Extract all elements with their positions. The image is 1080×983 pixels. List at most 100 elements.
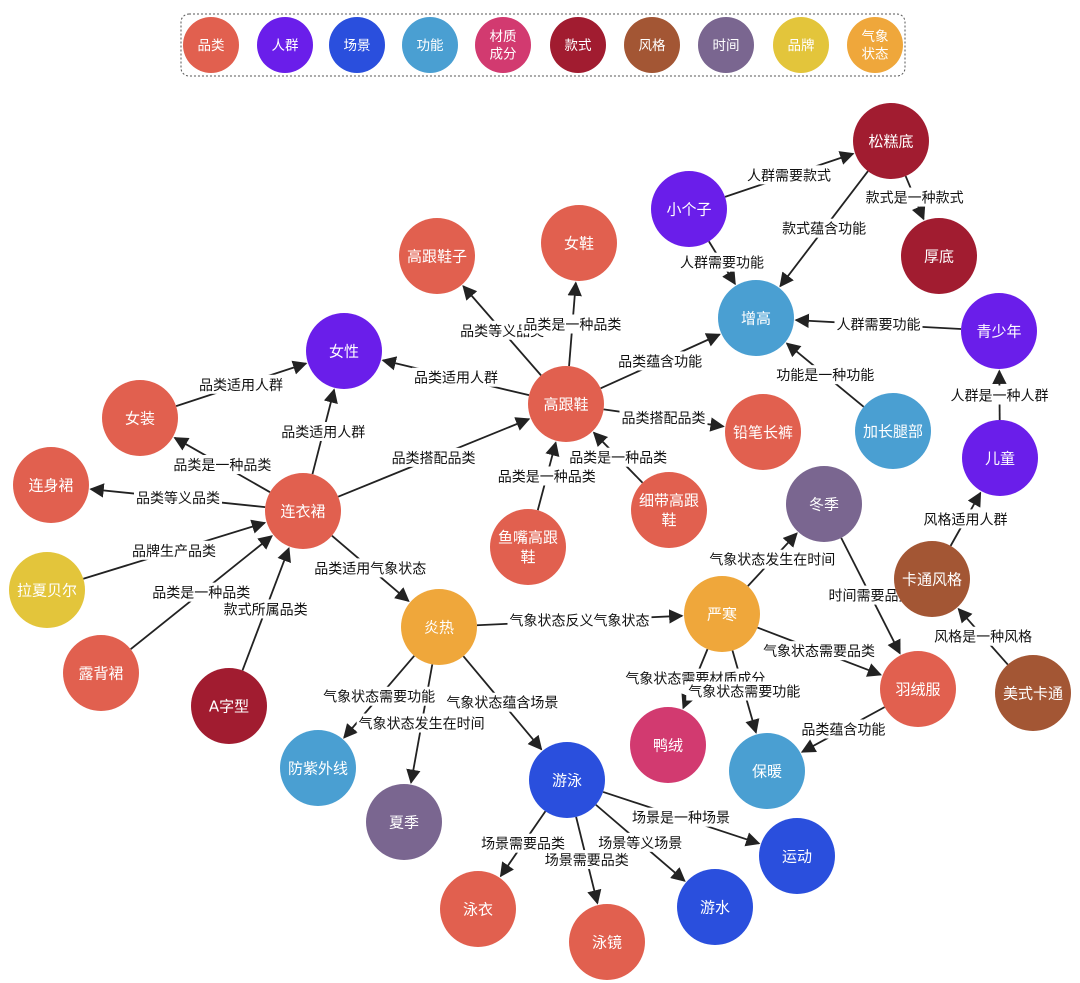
node-youyong[interactable]: 游泳 [529,742,605,818]
node-fangzi[interactable]: 防紫外线 [280,730,356,806]
node-yanre[interactable]: 炎热 [401,589,477,665]
node-jiachang[interactable]: 加长腿部 [855,393,931,469]
node-circle[interactable] [718,280,794,356]
node-circle[interactable] [490,509,566,585]
node-lubei[interactable]: 露背裙 [63,635,139,711]
node-katong[interactable]: 卡通风格 [894,541,970,617]
node-circle[interactable] [786,466,862,542]
node-circle[interactable] [399,218,475,294]
node-yundong[interactable]: 运动 [759,818,835,894]
edge-label: 款式是一种款式 [866,191,964,207]
node-circle[interactable] [306,313,382,389]
node-circle[interactable] [880,651,956,727]
node-yongjing[interactable]: 泳镜 [569,904,645,980]
edge-label-bg [616,351,705,371]
node-circle[interactable] [855,393,931,469]
node-label: 冬季 [809,495,839,513]
node-houdi[interactable]: 厚底 [901,218,977,294]
node-circle[interactable] [995,655,1071,731]
node-yongyi[interactable]: 泳衣 [440,871,516,947]
node-circle[interactable] [63,635,139,711]
node-zenggao[interactable]: 增高 [718,280,794,356]
edge-label-bg [863,187,966,207]
node-ertong[interactable]: 儿童 [962,420,1038,496]
node-lianyi[interactable]: 连衣裙 [265,473,341,549]
node-dongji[interactable]: 冬季 [786,466,862,542]
node-circle[interactable] [529,742,605,818]
node-yurongfu[interactable]: 羽绒服 [880,651,956,727]
edge-label-bg [444,692,561,712]
node-qianbi[interactable]: 铅笔长裤 [725,394,801,470]
node-circle[interactable] [191,668,267,744]
edge-label-bg [826,585,915,605]
node-circle[interactable] [630,707,706,783]
node-yuzui[interactable]: 鱼嘴高跟鞋 [490,509,566,585]
edge-label-bg [745,165,834,185]
node-circle[interactable] [265,473,341,549]
node-label: 防紫外线 [288,759,348,777]
legend-swatch-fstyle [624,17,680,73]
node-yarong[interactable]: 鸭绒 [630,707,706,783]
node-circle[interactable] [631,472,707,548]
node-circle[interactable] [401,589,477,665]
node-xidai[interactable]: 细带高跟鞋 [631,472,707,548]
node-circle[interactable] [759,818,835,894]
node-nvxing[interactable]: 女性 [306,313,382,389]
legend-label-style: 款式 [565,38,593,54]
edge-label-bg [948,385,1051,405]
node-circle[interactable] [569,904,645,980]
edge-label: 品牌生产品类 [132,543,216,560]
legend-item-cat: 品类 [183,17,239,73]
node-xiaogezi[interactable]: 小个子 [651,171,727,247]
node-circle[interactable] [366,784,442,860]
edge-label: 人群需要款式 [747,168,831,184]
node-youshui[interactable]: 游水 [677,869,753,945]
legend: 品类人群场景功能材质成分款式风格时间品牌气象状态 [180,13,906,77]
node-circle[interactable] [962,420,1038,496]
node-azixing[interactable]: A字型 [191,668,267,744]
node-gaogenxiezi[interactable]: 高跟鞋子 [399,218,475,294]
node-circle[interactable] [677,869,753,945]
edge-label-bg [774,365,877,385]
node-qingshaonian[interactable]: 青少年 [961,293,1037,369]
node-circle[interactable] [102,380,178,456]
legend-item-time: 时间 [698,17,754,73]
node-circle[interactable] [684,576,760,652]
node-gaogenxie[interactable]: 高跟鞋 [528,366,604,442]
node-nvzhuang[interactable]: 女装 [102,380,178,456]
edge-label-bg [630,807,733,827]
node-label: 保暖 [752,762,782,780]
node-circle[interactable] [894,541,970,617]
node-yanhan[interactable]: 严寒 [684,576,760,652]
node-label: A字型 [209,697,249,715]
edge-label-bg [834,314,923,334]
node-baonuan[interactable]: 保暖 [729,733,805,809]
node-circle[interactable] [853,103,929,179]
node-xiaji[interactable]: 夏季 [366,784,442,860]
edge-label: 场景是一种场景 [632,811,730,827]
node-songgaodi[interactable]: 松糕底 [853,103,929,179]
node-label: 露背裙 [78,664,123,682]
node-circle[interactable] [528,366,604,442]
node-label: 羽绒服 [895,680,940,698]
node-circle[interactable] [725,394,801,470]
node-laxia[interactable]: 拉夏贝尔 [9,552,85,628]
edge-label: 功能是一种功能 [776,368,874,384]
node-circle[interactable] [280,730,356,806]
node-circle[interactable] [729,733,805,809]
node-circle[interactable] [961,293,1037,369]
edge-label-bg [780,218,869,238]
node-circle[interactable] [901,218,977,294]
edge-label-bg [507,610,652,630]
node-circle[interactable] [9,552,85,628]
node-nvxie[interactable]: 女鞋 [541,205,617,281]
node-label: 美式卡通 [1003,684,1063,702]
node-label: 连衣裙 [280,502,325,520]
node-circle[interactable] [541,205,617,281]
node-meishi[interactable]: 美式卡通 [995,655,1071,731]
node-label: 严寒 [707,605,737,623]
node-circle[interactable] [13,447,89,523]
node-circle[interactable] [440,871,516,947]
node-lianshen[interactable]: 连身裙 [13,447,89,523]
node-circle[interactable] [651,171,727,247]
